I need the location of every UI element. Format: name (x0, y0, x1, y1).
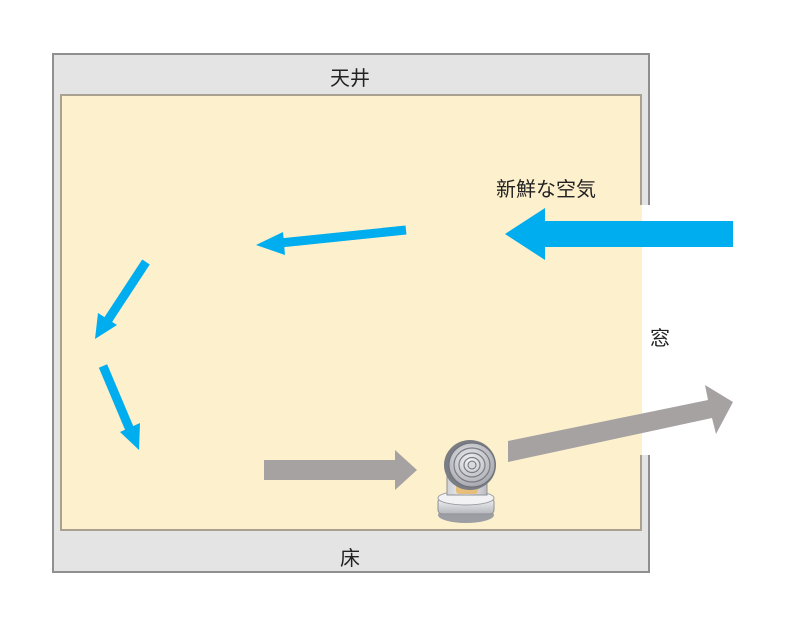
circulation-arrow-3 (98, 364, 140, 450)
window-label: 窓 (650, 326, 670, 350)
ceiling-label: 天井 (330, 66, 370, 90)
circulation-arrow-1 (256, 225, 407, 255)
circulation-arrow-2 (95, 259, 150, 339)
fresh-air-intake-arrow (505, 208, 733, 260)
floor-label: 床 (340, 546, 360, 570)
fresh-air-label: 新鮮な空気 (496, 177, 596, 201)
room-air-arrow (264, 450, 417, 490)
circulator-fan-icon (437, 440, 496, 523)
room-interior (60, 94, 642, 531)
window-gap (642, 205, 652, 455)
exhaust-arrow (508, 385, 733, 462)
